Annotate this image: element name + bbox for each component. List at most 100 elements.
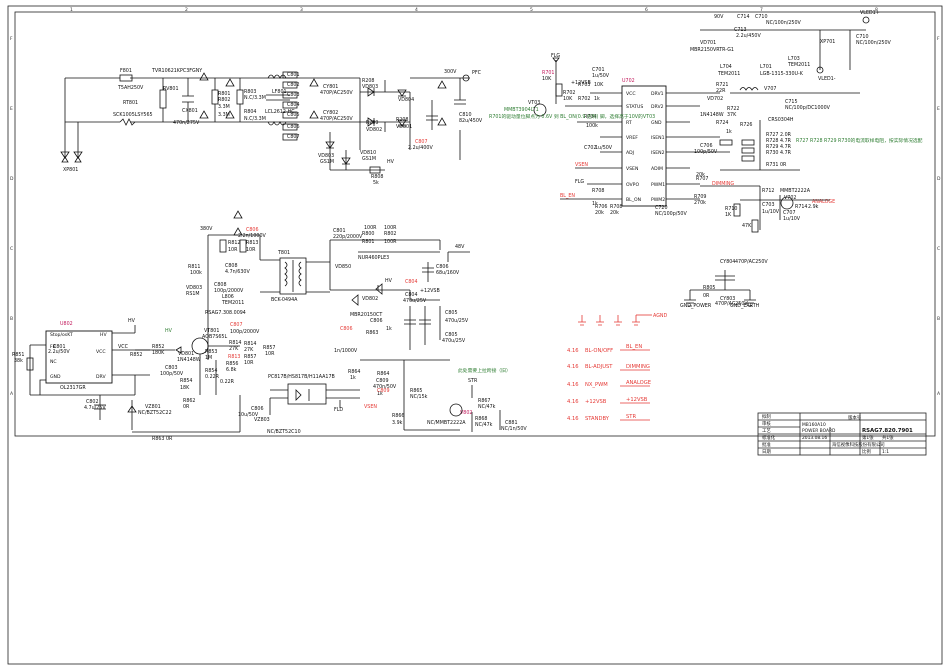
opto-part: PC817B/HS817B/H11AA17B (268, 374, 335, 380)
pwm-pin: NC (50, 359, 57, 365)
bridge-label: R208 (396, 117, 409, 123)
col-label: 8 (875, 7, 878, 13)
r-gate-value: 37K (727, 112, 737, 118)
r-top: R813 (246, 240, 259, 246)
vcc-net: VCC (118, 344, 129, 350)
c-fb2: C806 (370, 318, 383, 324)
row-label: C (10, 246, 13, 252)
r-str-value: NC/47k (478, 404, 496, 410)
r-bottom-value: 0R (183, 404, 190, 410)
hv-tag: HV (165, 328, 173, 334)
row-label: A (10, 391, 14, 397)
c-dim3-value: 1u/10V (783, 216, 801, 222)
tb-sheet: 第1张 (862, 434, 874, 441)
l703: L703 (788, 56, 800, 62)
d-sw: VD702 (707, 96, 723, 102)
out-d-part: NUR460PLE3 (358, 255, 389, 261)
c-out-value: 2.2u/450V (736, 33, 761, 39)
ic-pin: ISEN1 (651, 135, 665, 141)
r-ext: R852 (130, 352, 143, 358)
out-snub-r: 100R (384, 225, 397, 231)
conn-pin: 4.16 (567, 364, 579, 370)
ntc-value: SCK1005LSY565 (113, 112, 153, 118)
c-top: C806 (246, 227, 259, 233)
q-drv: V707 (764, 86, 776, 92)
conn-net: DIMMING (626, 364, 650, 370)
tb-scale: 比例 (862, 448, 871, 455)
r-bot-value: 10R (265, 351, 275, 357)
sense-note: R727 R728 R729 R730的电流取样电阻，按实际情况选配 (796, 137, 923, 144)
col-label: 2 (185, 7, 188, 13)
tb-cell: 拟制 (762, 413, 771, 420)
c-out3-value: 470u/25V (445, 318, 469, 324)
vt03: VT03 (528, 100, 540, 106)
c-isen: C706 (700, 143, 713, 149)
c-fb-value: 470n/50V (373, 384, 397, 390)
r-ext-value: 38k (14, 358, 23, 364)
l806: L806 (222, 294, 234, 300)
c-isen-value: 100p/50V (694, 149, 718, 155)
vin-label: 380V (200, 226, 213, 232)
title-block: 版本号 RSAG7.820.7901 MB160A10 POWER BOARD … (757, 412, 927, 456)
vd-rcd: VD803 (186, 285, 202, 291)
r-dim-value: 270k (694, 200, 706, 206)
r-sense-value: 4.7R (780, 150, 792, 156)
c-cmp-value: 1u/50V (595, 145, 613, 151)
tb-name: POWER BOARD (802, 428, 836, 434)
pwm-pin: Stop/osKT (50, 332, 73, 338)
r-value: N.C/3.3M (244, 95, 266, 101)
bridge-label: VD802 (366, 127, 382, 133)
c-label: C805 (287, 112, 300, 118)
r-start: R811 (188, 264, 201, 270)
cy2-label: CY802 (323, 110, 338, 116)
l701-value: LGB-1315-330U-K (760, 71, 804, 77)
pwm-pin: HV (100, 332, 107, 338)
cbulk-label: C807 (415, 139, 428, 145)
conn-pin: 4.16 (567, 416, 579, 422)
r-fb-value: 1k (377, 391, 383, 397)
r-str: R868 (475, 416, 488, 422)
col-label: 6 (645, 7, 648, 13)
pwm-ic-part: OL2317GR (60, 385, 86, 391)
v12-net: +12VSB (420, 288, 440, 294)
r-ext: R856 (226, 361, 239, 367)
connector-row: 4.16 STANDBY STR (567, 414, 650, 422)
xp701: XP701 (820, 39, 835, 45)
c-out2-value: 68u/160V (436, 270, 460, 276)
fld-net: FLD (334, 407, 343, 413)
c-fb: C809 (376, 378, 389, 384)
vt03-part: MMBT3904LT1 (504, 107, 539, 113)
row-label: E (10, 106, 13, 112)
snub-r-value: 27K (244, 347, 254, 353)
c-top-label: C701 (592, 67, 605, 73)
row-label: B (10, 316, 13, 322)
connector-row: 4.16 BL-ON/OFF BL_EN (567, 344, 650, 354)
cbulk2-label: C810 (459, 112, 472, 118)
c-ref: C710 (755, 14, 768, 20)
r-left: R702 (578, 96, 591, 102)
analoge-net: ANALOGE (812, 199, 835, 205)
r-value: N.C/3.3M (244, 116, 266, 122)
r-sense-value: 1k (726, 129, 732, 135)
ic-pin: RT (626, 120, 632, 126)
r-fb-ref: R865 (410, 388, 423, 394)
cy803: CY803 (720, 296, 735, 302)
c-str: C881 (505, 420, 518, 426)
tb-cell: 批准 (762, 441, 771, 448)
vled-v: 90V (714, 14, 724, 20)
connector-row: 4.16 BL-ADJUST DIMMING (567, 364, 650, 371)
c-opto: C806 (251, 406, 264, 412)
connector-row: 4.16 NX_PWM ANALOGE (567, 380, 651, 388)
r-left-value: 10K (542, 76, 552, 82)
r-ext-value: 1M (205, 355, 212, 361)
r-sense: R729 (766, 144, 779, 150)
r-fb-value: 1k (350, 375, 356, 381)
bridge-label: R209 (366, 120, 379, 126)
r-bottom: R862 (183, 398, 196, 404)
bridge-label: R208 (362, 78, 375, 84)
xp801: XP801 (63, 167, 78, 173)
r-left-value: 100k (586, 123, 598, 129)
transformer-part: BCK-0494A (271, 297, 298, 303)
out-rect: VD802 (362, 296, 378, 302)
col-label: 7 (760, 7, 763, 13)
